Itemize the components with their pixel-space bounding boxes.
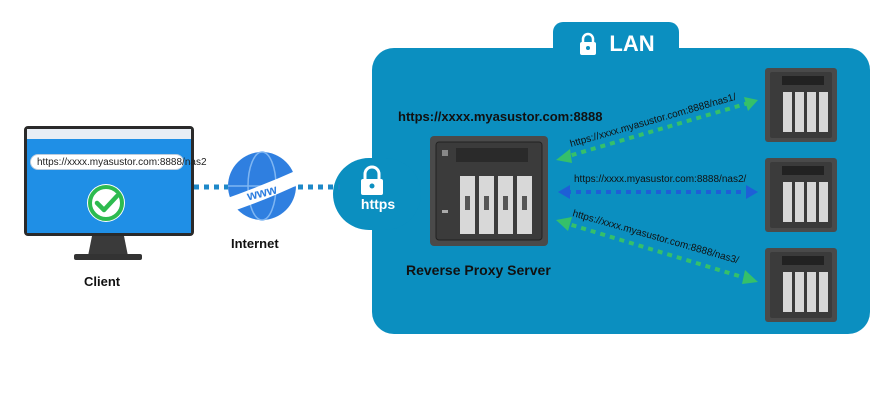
nas-unit-2 xyxy=(765,158,837,232)
check-icon xyxy=(87,184,125,222)
proxy-url: https://xxxx.myasustor.com:8888 xyxy=(398,109,603,124)
client-label: Client xyxy=(84,274,121,289)
lock-icon xyxy=(580,32,597,55)
globe-icon: www xyxy=(222,151,304,221)
route-arrow-nas1 xyxy=(556,97,758,163)
https-lock-icon xyxy=(361,165,383,195)
nas-unit-1 xyxy=(765,68,837,142)
route-label-nas3: https://xxxx.myasustor.com:8888/nas3/ xyxy=(571,208,740,266)
nas-unit-3 xyxy=(765,248,837,322)
browser-url-bar[interactable]: https://xxxx.myasustor.com:8888/nas2 xyxy=(30,154,207,170)
proxy-label: Reverse Proxy Server xyxy=(406,262,551,278)
lan-tab: LAN xyxy=(553,22,679,66)
route-label-nas2: https://xxxx.myasustor.com:8888/nas2/ xyxy=(574,174,747,185)
https-label: https xyxy=(360,196,396,212)
lan-label: LAN xyxy=(609,31,655,56)
internet-label: Internet xyxy=(231,236,279,251)
client-monitor xyxy=(24,126,194,260)
reverse-proxy-nas xyxy=(430,136,548,246)
route-arrow-nas2 xyxy=(558,185,758,199)
route-arrow-nas3 xyxy=(556,217,758,284)
